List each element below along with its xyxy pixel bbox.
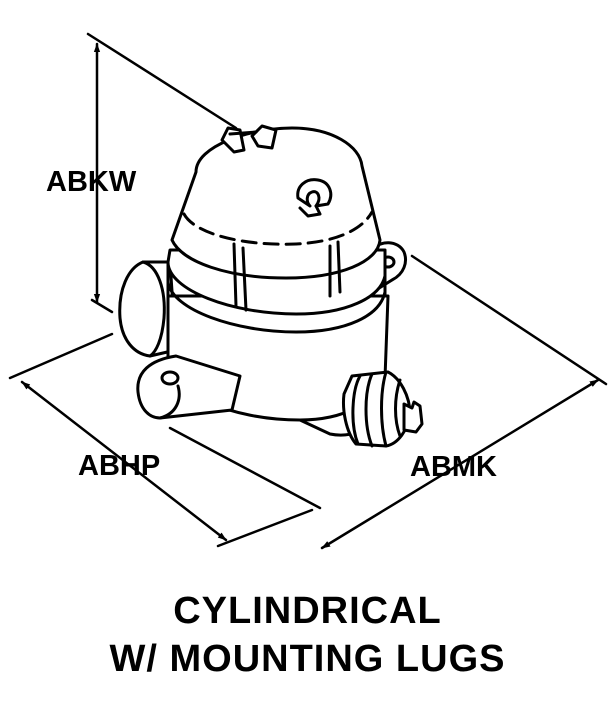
left-lug-hole bbox=[160, 370, 180, 386]
abkw-extension-bottom bbox=[90, 298, 114, 314]
cylindrical-enclosure bbox=[118, 124, 424, 448]
abmk-extension-right bbox=[410, 254, 608, 386]
dimension-label-abhp: ABHP bbox=[78, 450, 160, 482]
cable-fitting bbox=[342, 370, 424, 448]
caption-line-1: CYLINDRICAL bbox=[173, 590, 442, 632]
abhp-extension-left bbox=[8, 332, 114, 380]
abkw-extension-top bbox=[86, 32, 238, 130]
dimension-label-abmk: ABMK bbox=[410, 451, 497, 483]
caption-line-2: W/ MOUNTING LUGS bbox=[109, 638, 506, 680]
abhp-extension-right bbox=[168, 426, 322, 510]
dimension-label-abkw: ABKW bbox=[46, 166, 137, 198]
abhp-dimension-line bbox=[20, 380, 228, 542]
dimension-lines bbox=[8, 32, 608, 550]
abmk-dimension-line bbox=[320, 378, 600, 550]
dome-cap bbox=[170, 126, 382, 312]
left-conduit-boss bbox=[118, 260, 178, 358]
top-terminals bbox=[220, 124, 333, 218]
abmk-extension-left bbox=[216, 508, 314, 548]
